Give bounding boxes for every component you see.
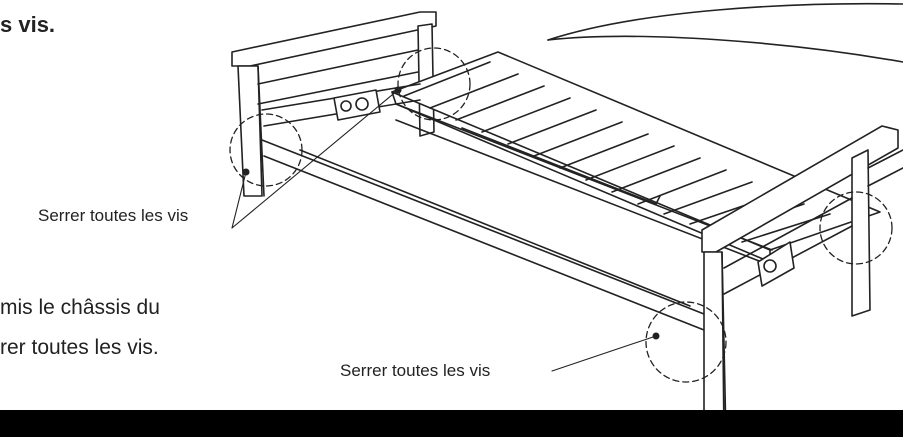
highlight-circle-right — [819, 191, 893, 265]
highlight-circle-back — [397, 47, 471, 121]
speech-bubble-top — [547, 2, 903, 41]
highlight-circle-front — [645, 301, 727, 383]
instruction-line-1: mis le châssis du — [0, 296, 160, 319]
back-headboard — [231, 11, 437, 197]
front-footboard — [701, 125, 903, 437]
heading-fragment: s vis. — [0, 12, 56, 37]
leader-lines — [231, 89, 657, 372]
bottom-black-bar — [0, 410, 903, 437]
bracket-hardware — [333, 89, 795, 287]
speech-bubble-bottom — [547, 35, 903, 63]
highlight-circle-left — [229, 113, 303, 187]
instruction-line-2: rer toutes les vis. — [0, 336, 159, 359]
slat-panel — [391, 51, 881, 263]
callout-tighten-left: Serrer toutes les vis — [38, 206, 189, 225]
highlight-circles — [229, 47, 893, 383]
callout-tighten-bottom: Serrer toutes les vis — [340, 361, 491, 380]
